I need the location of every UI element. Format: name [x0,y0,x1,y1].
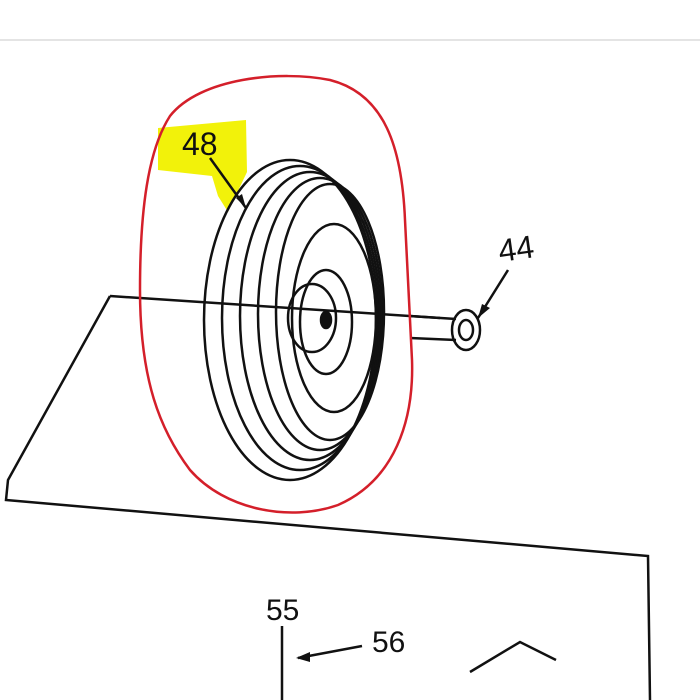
callout-55: 55 [266,594,299,627]
callout-48: 48 [182,126,218,162]
partial-bracket [469,640,557,674]
hub-ring [298,268,354,376]
callout-44: 44 [496,228,536,269]
hub-boss [286,282,338,354]
wheel-highlight-outline [138,74,414,514]
leader-44-arrowhead [478,304,490,318]
callout-56: 56 [372,626,405,659]
tire-ring-2 [220,164,380,472]
tire-ring-4 [256,176,384,452]
bolt-nut-inner [457,318,475,342]
leader-48-arrowhead [236,194,246,208]
wheel-assembly[interactable] [202,158,386,482]
bolt-nut [450,308,482,352]
leader-56-arrowhead [296,652,310,662]
bolt-shaft-bottom [409,336,457,342]
tire-ring-3 [238,170,382,462]
tire-ring-5 [274,182,386,442]
bolt-shaft-top [409,314,457,321]
deck-outline [4,295,652,700]
axle-hole [319,310,333,330]
rim-ring [290,222,378,414]
axle-bolt[interactable] [409,308,482,352]
label-48-highlight [158,120,247,212]
